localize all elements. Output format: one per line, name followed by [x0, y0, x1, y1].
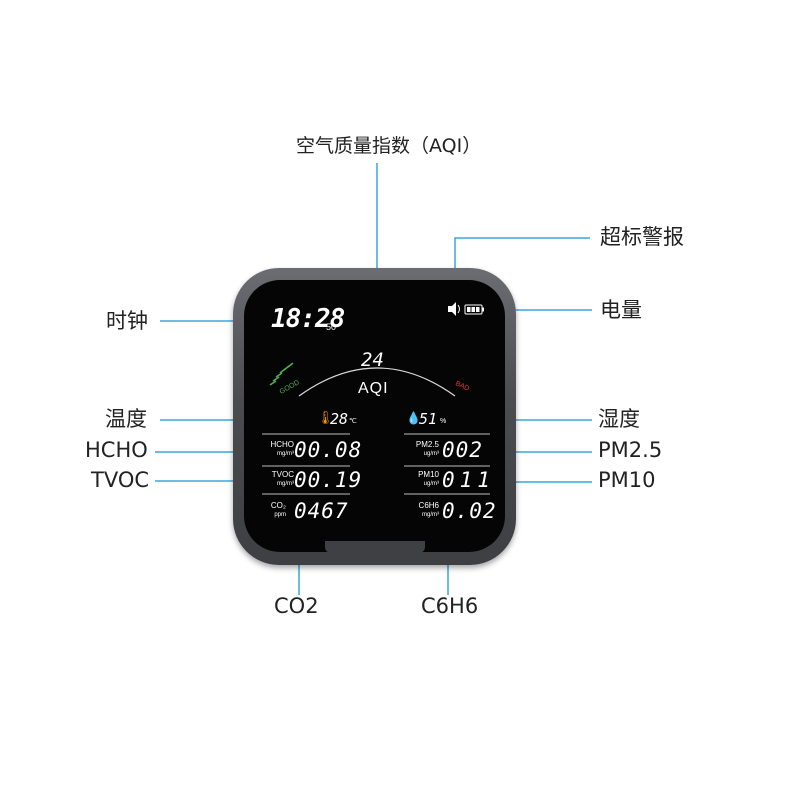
c6h6-unit: mg/m³: [422, 512, 439, 518]
co2-label: CO₂: [270, 501, 286, 510]
tvoc-value: 00.19: [294, 468, 363, 492]
co2-value: 0467: [294, 499, 349, 523]
callout-hcho: HCHO: [85, 438, 148, 462]
callout-alarm: 超标警报: [600, 225, 684, 249]
aqi-value: 24: [361, 349, 384, 371]
good-scale: [269, 362, 294, 386]
callout-aqi-index: 空气质量指数（AQI）: [296, 135, 482, 157]
pm25-value: 002: [442, 438, 483, 462]
device-foot: [325, 541, 425, 553]
clock-seconds: 50: [326, 322, 337, 332]
pm10-value: 011: [442, 468, 495, 492]
pm25-unit: ug/m³: [423, 451, 439, 457]
speaker-icon: [448, 302, 460, 316]
temperature-value: 28: [330, 410, 349, 428]
callout-co2: CO2: [274, 594, 319, 618]
battery-icon: [464, 304, 484, 315]
hcho-label: HCHO: [270, 440, 294, 449]
callout-clock: 时钟: [106, 309, 148, 333]
monitor-screen: [244, 280, 505, 552]
c6h6-value: 0.02: [442, 499, 497, 523]
hcho-value: 00.08: [294, 438, 363, 462]
humidity-value: 51: [419, 410, 438, 428]
pm10-unit: ug/m³: [423, 481, 439, 487]
aqi-label: AQI: [358, 380, 389, 397]
callout-pm10: PM10: [598, 468, 656, 492]
callout-battery: 电量: [600, 298, 642, 322]
callout-tvoc: TVOC: [91, 468, 150, 492]
pm25-label: PM2.5: [415, 440, 439, 449]
tvoc-unit: mg/m³: [277, 481, 294, 487]
c6h6-label: C6H6: [418, 501, 439, 510]
aqi-arc: [298, 367, 456, 397]
co2-unit: ppm: [274, 512, 286, 518]
clock-display: 18:28: [271, 304, 345, 334]
callout-humidity: 湿度: [598, 407, 640, 431]
callout-pm25: PM2.5: [598, 438, 663, 462]
humidity-unit: %: [440, 418, 447, 425]
temperature-unit: ℃: [349, 418, 357, 425]
callout-c6h6: C6H6: [421, 594, 479, 618]
hcho-unit: mg/m³: [277, 451, 294, 457]
pm10-label: PM10: [418, 470, 439, 479]
thermometer-icon: 🌡: [317, 410, 334, 425]
callout-temperature: 温度: [105, 407, 147, 431]
droplet-icon: 💧: [406, 411, 421, 425]
tvoc-label: TVOC: [271, 470, 294, 479]
